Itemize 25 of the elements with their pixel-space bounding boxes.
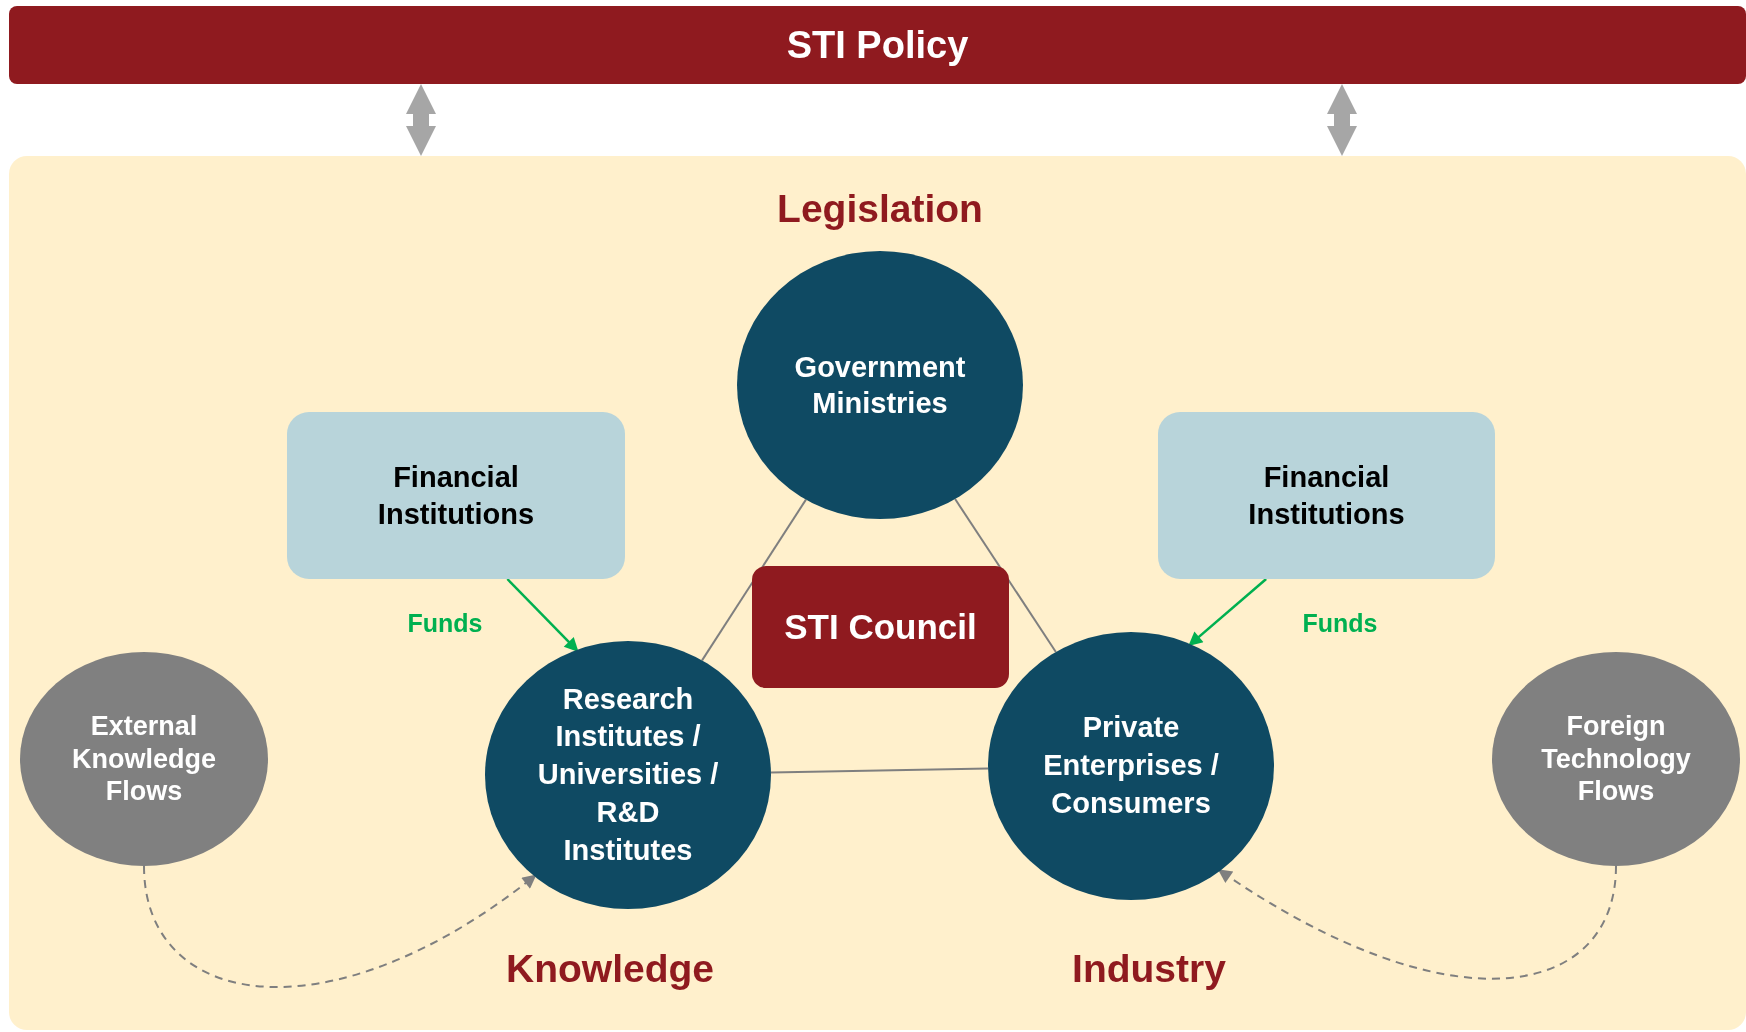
section-heading: Industry [1072, 945, 1226, 992]
section-heading: Knowledge [506, 945, 714, 992]
institution-box [287, 412, 625, 579]
node-label: Foreign Technology Flows [1540, 710, 1692, 808]
node-label: Financial Institutions [376, 460, 536, 532]
arrow [1217, 865, 1617, 980]
council-box [752, 566, 1009, 688]
arrow [506, 578, 579, 652]
node-label: Private Enterprises / Consumers [1042, 710, 1220, 821]
double-arrow [406, 84, 436, 156]
policy-banner [9, 6, 1746, 84]
section-heading: Legislation [777, 185, 983, 232]
node-label: STI Policy [786, 22, 969, 68]
arrow [143, 865, 537, 988]
arrow [1188, 578, 1267, 646]
connector-line [954, 498, 1057, 653]
connector-line [769, 767, 990, 774]
node-label: Government Ministries [793, 349, 967, 421]
node-label: External Knowledge Flows [71, 710, 217, 808]
connector-line [701, 498, 807, 662]
node-label: Research Institutes / Universities / R&D Institutes [536, 681, 720, 868]
node-label: STI Council [784, 605, 977, 648]
node-label: Financial Institutions [1247, 460, 1406, 532]
institution-box [1158, 412, 1495, 579]
double-arrow [1327, 84, 1357, 156]
